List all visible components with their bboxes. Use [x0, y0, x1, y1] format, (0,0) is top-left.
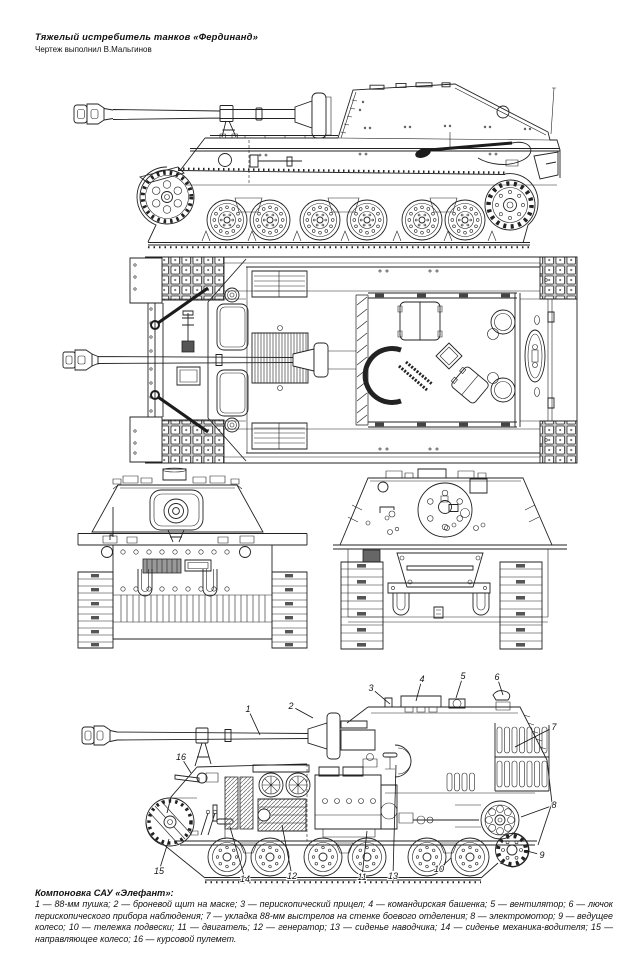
rear-tracks [341, 562, 542, 649]
side-casemate [338, 83, 560, 178]
side-mantlet [295, 93, 331, 138]
front-hull [78, 534, 307, 640]
legend: Компоновка САУ «Элефант»: 1 — 88-мм пушк… [35, 888, 613, 945]
callout-number-13: 13 [388, 871, 398, 881]
callout-leader-3 [375, 691, 390, 704]
cutaway-gunner-seat [383, 753, 397, 769]
cutaway-gun [82, 713, 411, 777]
cutaway-engine [315, 754, 479, 838]
callout-number-11: 11 [357, 872, 366, 882]
callout-leader-4 [416, 684, 421, 701]
top-gun [63, 343, 356, 377]
rear-hull [333, 545, 567, 622]
front-roof-fittings [113, 468, 239, 484]
side-travel-lock [220, 106, 238, 139]
front-tracks [78, 572, 307, 648]
callout-leader-1 [250, 714, 260, 735]
callout-number-2: 2 [287, 701, 293, 711]
cutaway-drive-sprocket [496, 834, 529, 867]
callout-number-3: 3 [368, 683, 373, 693]
side-drive-sprocket [485, 180, 535, 230]
side-running-gear [137, 167, 538, 247]
page-credit: Чертеж выполнил В.Мальгинов [35, 44, 152, 54]
header: Тяжелый истребитель танков «Фердинанд» Ч… [35, 31, 258, 54]
cutaway-ammo-rack [447, 723, 549, 791]
callout-leader-2 [295, 708, 313, 718]
rear-casemate [340, 478, 552, 545]
callout-number-7: 7 [551, 722, 557, 732]
top-view-drawing [60, 255, 585, 465]
top-casemate [356, 270, 547, 450]
cutaway-idler-wheel [146, 798, 197, 846]
callout-number-15: 15 [154, 866, 165, 876]
callout-number-10: 10 [434, 864, 444, 874]
callout-number-8: 8 [551, 800, 556, 810]
callout-number-6: 6 [494, 672, 499, 682]
callout-leader-12 [282, 825, 291, 871]
cutaway-fans [253, 765, 310, 797]
callout-leader-10 [443, 858, 451, 866]
callout-leader-16 [184, 761, 191, 773]
callout-leader-9 [527, 851, 537, 854]
rear-roof-fittings [386, 469, 486, 478]
cutaway-running-gear [146, 798, 529, 882]
cutaway-bow-mg [175, 773, 218, 783]
top-tracks [145, 257, 577, 463]
callout-leader-6 [499, 682, 503, 695]
front-casemate [92, 485, 263, 540]
cutaway-radiators [225, 777, 253, 829]
callout-number-12: 12 [287, 871, 297, 881]
top-bow [130, 258, 246, 462]
callout-leader-14 [230, 827, 244, 874]
callout-leader-8 [521, 807, 549, 817]
callout-leader-5 [456, 681, 461, 698]
callout-leader-15 [160, 839, 169, 866]
rear-view-drawing [330, 465, 570, 650]
side-idler-wheel [140, 170, 194, 224]
callout-number-9: 9 [539, 850, 544, 860]
top-hull-rear [246, 267, 577, 453]
callout-number-4: 4 [419, 674, 424, 684]
callout-number-1: 1 [245, 704, 250, 714]
legend-text: 1 — 88-мм пушка; 2 — броневой щит на мас… [35, 899, 613, 944]
front-mantlet [150, 490, 203, 542]
callout-number-14: 14 [240, 874, 250, 884]
callout-number-16: 16 [176, 752, 186, 762]
side-gun [74, 104, 295, 124]
callout-leader-11 [363, 831, 367, 872]
legend-title: Компоновка САУ «Элефант»: [35, 888, 174, 898]
front-view-drawing [75, 467, 310, 649]
top-driver-hatches [217, 288, 248, 432]
callout-leader-13 [393, 765, 396, 871]
side-hull [140, 136, 560, 186]
side-view-drawing [60, 80, 585, 250]
rear-hatch-circle [418, 483, 472, 537]
cutaway-electric-motor [455, 801, 519, 839]
callout-number-5: 5 [460, 671, 466, 681]
cutaway-roof-fittings [385, 691, 510, 712]
page-title: Тяжелый истребитель танков «Фердинанд» [35, 31, 259, 42]
callout-leader-7 [515, 729, 550, 747]
cutaway-travel-lock [195, 728, 211, 766]
side-tow-cable [415, 142, 531, 164]
